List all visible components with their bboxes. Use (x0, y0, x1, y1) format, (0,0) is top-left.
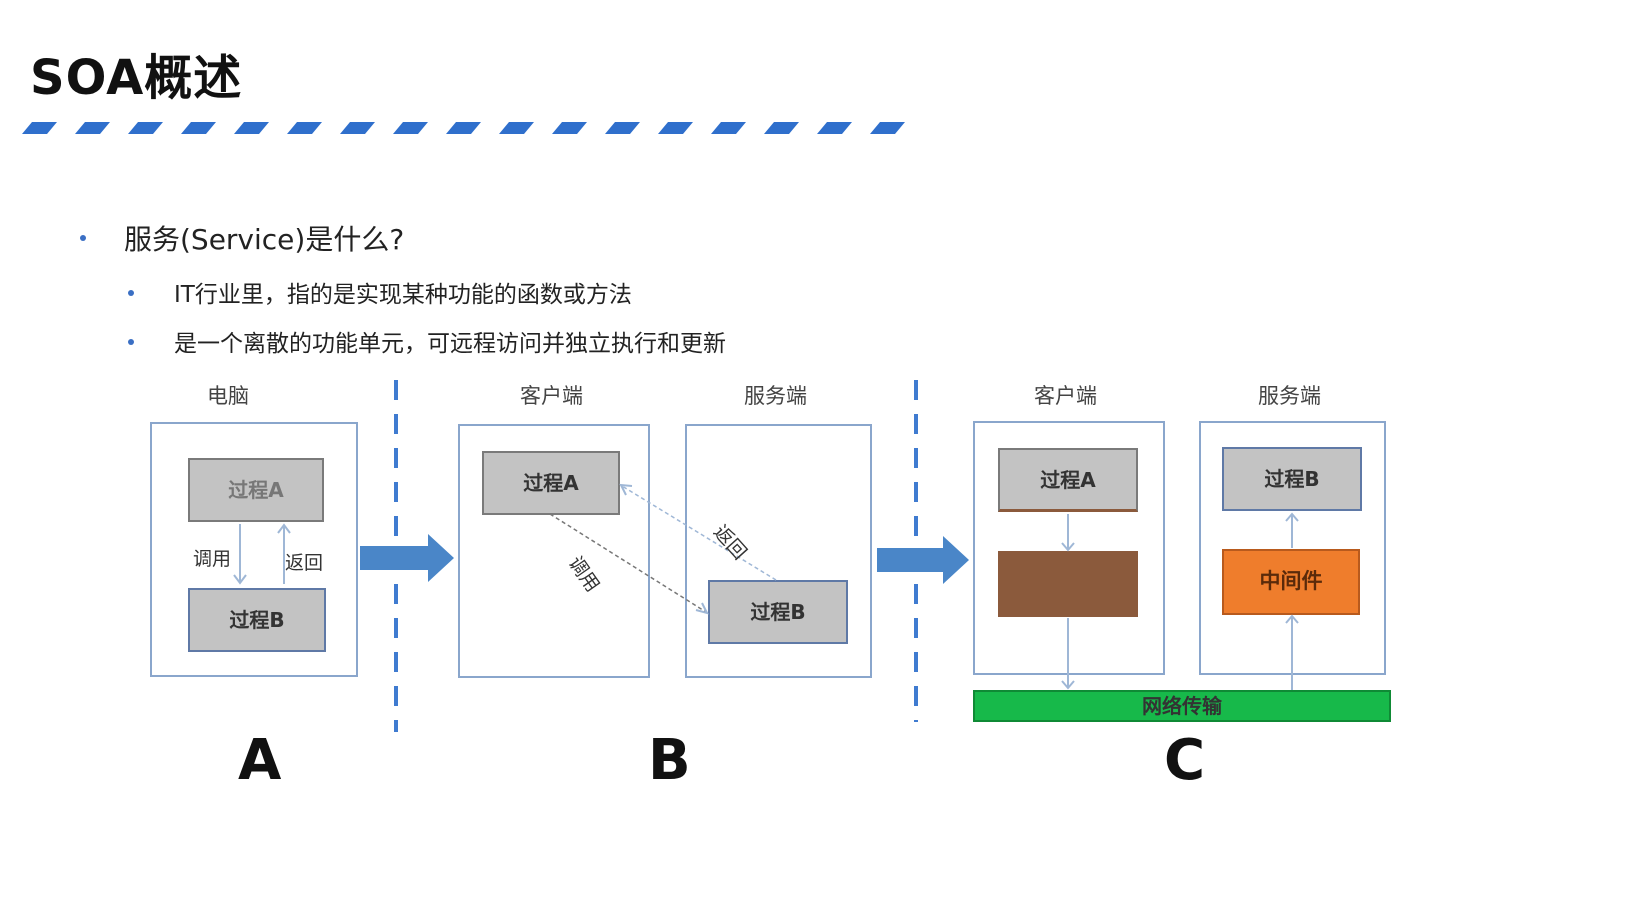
section-a-return-label: 返回 (285, 552, 324, 574)
section-a-call-return-arrows (233, 523, 291, 585)
section-a-process-b: 过程B (188, 588, 326, 652)
section-b-letter: B (648, 728, 691, 793)
bullet-dot (80, 235, 86, 241)
section-c-client-header: 客户端 (1034, 384, 1097, 408)
section-c-flow-arrows (1061, 512, 1299, 690)
section-b-process-a: 过程A (482, 451, 620, 515)
section-b-client-header: 客户端 (520, 384, 583, 408)
bullet-sub-1: IT行业里，指的是实现某种功能的函数或方法 (128, 275, 632, 309)
section-a-process-a: 过程A (188, 458, 324, 522)
section-c-process-b-label: 过程B (1264, 467, 1320, 491)
section-a-process-a-label: 过程A (228, 478, 284, 502)
bullet-dot (128, 338, 134, 345)
transition-arrow-b-to-c (877, 536, 969, 584)
section-c-letter: C (1164, 728, 1206, 793)
bullet-sub-2: 是一个离散的功能单元，可远程访问并独立执行和更新 (128, 324, 726, 358)
section-a-letter: A (238, 728, 282, 793)
section-b-process-a-label: 过程A (523, 471, 579, 495)
section-c-middleware-label: 中间件 (1259, 569, 1323, 593)
section-c-client-middleware-block (998, 551, 1138, 617)
section-c-process-b: 过程B (1222, 447, 1362, 511)
transition-arrow-a-to-b (360, 534, 454, 582)
section-c-middleware-box: 中间件 (1222, 549, 1360, 615)
section-c-network-bar: 网络传输 (973, 690, 1391, 722)
bullet-sub-1-text: IT行业里，指的是实现某种功能的函数或方法 (174, 282, 632, 308)
bullet-sub-2-text: 是一个离散的功能单元，可远程访问并独立执行和更新 (174, 331, 726, 357)
section-b-process-b: 过程B (708, 580, 848, 644)
section-a-call-label: 调用 (193, 548, 232, 570)
section-c-network-label: 网络传输 (1142, 694, 1222, 718)
section-c-server-header: 服务端 (1258, 384, 1321, 408)
section-a-process-b-label: 过程B (229, 608, 285, 632)
title-underline-stripe (22, 122, 905, 134)
section-a-header: 电脑 (207, 384, 249, 408)
bullet-dot (128, 289, 134, 296)
section-b-process-b-label: 过程B (750, 600, 806, 624)
bullet-main: 服务(Service)是什么? (80, 218, 404, 258)
section-b-server-header: 服务端 (744, 384, 807, 408)
page-title: SOA概述 (30, 50, 243, 106)
bullet-main-text: 服务(Service)是什么? (124, 223, 405, 256)
section-c-process-a: 过程A (998, 448, 1138, 512)
section-c-process-a-label: 过程A (1040, 468, 1096, 492)
section-b-call-return-arrows (549, 483, 777, 615)
